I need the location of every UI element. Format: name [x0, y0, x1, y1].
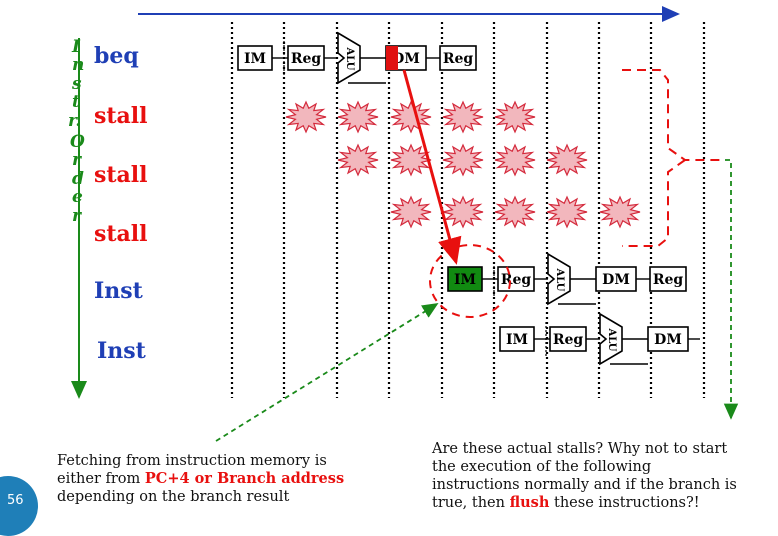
inst2-alu — [599, 312, 623, 366]
stall-bubble — [546, 195, 588, 229]
beq-dm-highlight — [386, 46, 398, 70]
branch-target-arrow — [402, 69, 462, 265]
beq-dm-label: DM — [392, 51, 420, 67]
axis-letter: O — [70, 132, 85, 152]
inst1-im-box — [447, 266, 483, 292]
fetch-caption-line2: either from PC+4 or Branch address — [57, 470, 387, 488]
axis-letter: r. — [68, 111, 81, 131]
beq-im-label: IM — [244, 51, 266, 67]
inst1-dm-box — [595, 266, 637, 292]
stalls-question-caption: Are these actual stalls? Why not to star… — [432, 440, 772, 512]
stalls-pointer-arrow — [723, 159, 739, 420]
stall-bubble — [546, 143, 588, 177]
fetch-caption-highlight: PC+4 or Branch address — [144, 470, 345, 487]
fetch-pointer-arrow — [215, 303, 439, 442]
stall-bubble — [494, 143, 536, 177]
inst2-reg-box — [549, 326, 587, 352]
stalls-caption-line2: the execution of the following — [432, 459, 652, 475]
stall-bubble — [442, 100, 484, 134]
inst1-alu — [547, 252, 571, 306]
row-label-3: stall — [94, 221, 148, 247]
flush-bracket — [622, 69, 725, 247]
fetch-caption: Fetching from instruction memory is eith… — [57, 452, 387, 506]
stall-bubbles — [285, 100, 641, 229]
inst1-alu-label: ALU — [554, 268, 565, 292]
axis-letter: n — [72, 55, 84, 75]
inst1-reg-label: Reg — [501, 272, 532, 288]
inst1-dm-label: DM — [602, 272, 630, 288]
beq-wb-label: Reg — [443, 51, 474, 67]
axis-letter: s — [71, 74, 82, 94]
row-label-1: stall — [94, 103, 148, 129]
beq-wb-box — [439, 45, 477, 71]
page-number: 56 — [7, 493, 24, 508]
stall-bubble — [494, 195, 536, 229]
fetch-caption-line1: Fetching from instruction memory is — [57, 453, 327, 469]
inst1-wb-box — [649, 266, 687, 292]
stall-bubble — [337, 100, 379, 134]
row-label-4: Inst — [94, 278, 144, 304]
inst2-reg-label: Reg — [553, 332, 584, 348]
inst2-im-label: IM — [506, 332, 528, 348]
inst2-dm-label: DM — [654, 332, 682, 348]
axis-letter: r — [72, 206, 82, 226]
stall-bubble — [285, 100, 327, 134]
axis-letter: e — [72, 187, 83, 207]
stalls-caption-flush: flush — [509, 494, 550, 511]
axis-letter: t — [72, 92, 80, 112]
inst1-im-label: IM — [454, 272, 476, 288]
stall-bubble — [442, 143, 484, 177]
stall-bubble — [494, 100, 536, 134]
stalls-caption-line4: true, then flush these instructions?! — [432, 494, 772, 512]
axis-letter: d — [72, 169, 84, 189]
stall-bubble — [390, 143, 432, 177]
beq-alu-label: ALU — [344, 47, 355, 71]
inst2-alu-label: ALU — [606, 328, 617, 352]
stalls-caption-line1: Are these actual stalls? Why not to star… — [432, 441, 728, 457]
stalls-caption-line4-suffix: these instructions?! — [549, 495, 700, 511]
stall-bubble — [599, 195, 641, 229]
axis-letter: r — [72, 150, 82, 170]
inst1-wb-label: Reg — [653, 272, 684, 288]
fetch-caption-line3: depending on the branch result — [57, 489, 290, 505]
row-label-2: stall — [94, 162, 148, 188]
fetch-caption-line2-prefix: either from — [57, 471, 145, 487]
stall-bubble — [390, 195, 432, 229]
beq-alu — [337, 31, 361, 85]
row-label-5: Inst — [97, 338, 147, 364]
stalls-caption-line3: instructions normally and if the branch … — [432, 477, 737, 493]
stalls-caption-line4-prefix: true, then — [432, 495, 510, 511]
fetch-highlight-circle — [429, 244, 511, 318]
beq-reg-label: Reg — [291, 51, 322, 67]
stall-bubble — [337, 143, 379, 177]
axis-letter: I — [71, 37, 81, 57]
stall-bubble — [442, 195, 484, 229]
stall-bubble — [390, 100, 432, 134]
inst2-dm-box — [647, 326, 689, 352]
row-label-0: beq — [94, 43, 139, 69]
